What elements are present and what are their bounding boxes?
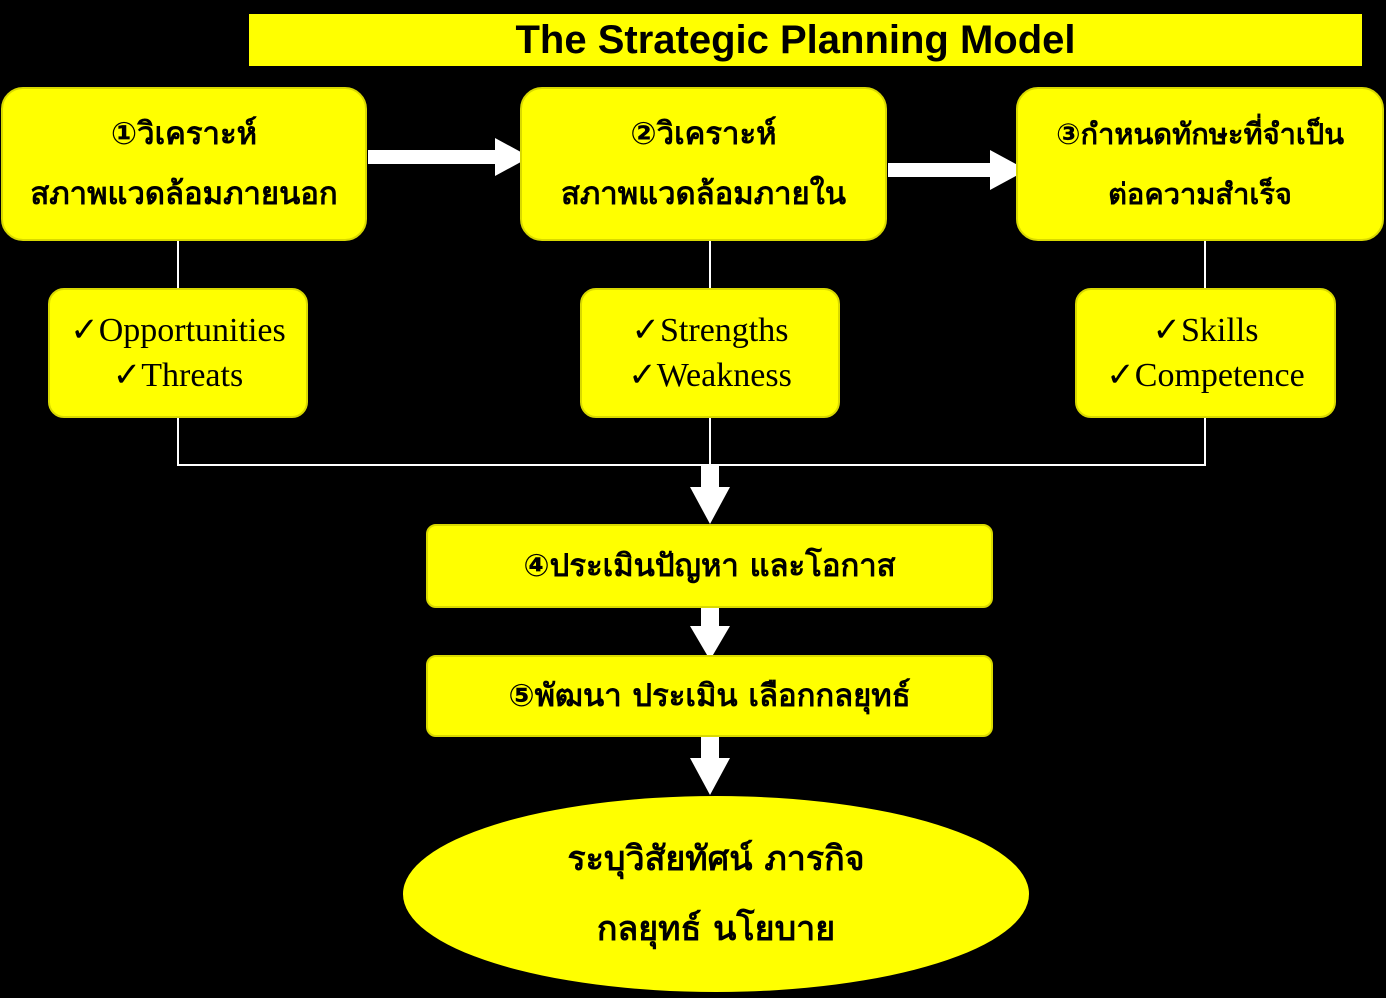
- step-5-label: ⑤พัฒนา ประเมิน เลือกกลยุทธ์: [508, 678, 911, 714]
- step-3-factors: ✓Skills ✓Competence: [1075, 288, 1336, 418]
- factor-strengths: ✓Strengths: [631, 312, 789, 349]
- factor-threats: ✓Threats: [112, 357, 244, 394]
- step-5-box: ⑤พัฒนา ประเมิน เลือกกลยุทธ์: [426, 655, 993, 737]
- factor-opportunities: ✓Opportunities: [70, 312, 286, 349]
- result-ellipse: ระบุวิสัยทัศน์ ภารกิจ กลยุทธ์ นโยบาย: [403, 796, 1029, 992]
- factor-competence: ✓Competence: [1106, 357, 1305, 394]
- arrow-down-3: [690, 737, 730, 795]
- step-2-box: ②วิเคราะห์ สภาพแวดล้อมภายใน: [520, 87, 887, 241]
- step-3-title: ③กำหนดทักษะที่จำเป็น: [1055, 117, 1345, 151]
- step-4-box: ④ประเมินปัญหา และโอกาส: [426, 524, 993, 608]
- merge-line: [177, 418, 1206, 466]
- factor-skills: ✓Skills: [1152, 312, 1259, 349]
- arrow-down-1: [690, 465, 730, 524]
- step-3-subtitle: ต่อความสำเร็จ: [1108, 177, 1292, 211]
- step-2-factors: ✓Strengths ✓Weakness: [580, 288, 840, 418]
- result-line-2: กลยุทธ์ นโยบาย: [596, 909, 836, 949]
- factor-weakness: ✓Weakness: [628, 357, 792, 394]
- step-3-box: ③กำหนดทักษะที่จำเป็น ต่อความสำเร็จ: [1016, 87, 1384, 241]
- title-bar: The Strategic Planning Model: [249, 14, 1362, 66]
- arrow-right-2: [888, 150, 1027, 190]
- step-2-title: ②วิเคราะห์: [630, 116, 777, 152]
- step-4-label: ④ประเมินปัญหา และโอกาส: [523, 548, 896, 584]
- step-1-subtitle: สภาพแวดล้อมภายนอก: [30, 176, 338, 212]
- arrow-right-1: [368, 138, 530, 176]
- step-2-subtitle: สภาพแวดล้อมภายใน: [560, 176, 847, 212]
- step-1-title: ①วิเคราะห์: [110, 116, 258, 152]
- page-title: The Strategic Planning Model: [515, 17, 1076, 62]
- arrow-down-2: [690, 607, 730, 660]
- step-1-box: ①วิเคราะห์ สภาพแวดล้อมภายนอก: [1, 87, 367, 241]
- result-line-1: ระบุวิสัยทัศน์ ภารกิจ: [567, 839, 865, 879]
- step-1-factors: ✓Opportunities ✓Threats: [48, 288, 308, 418]
